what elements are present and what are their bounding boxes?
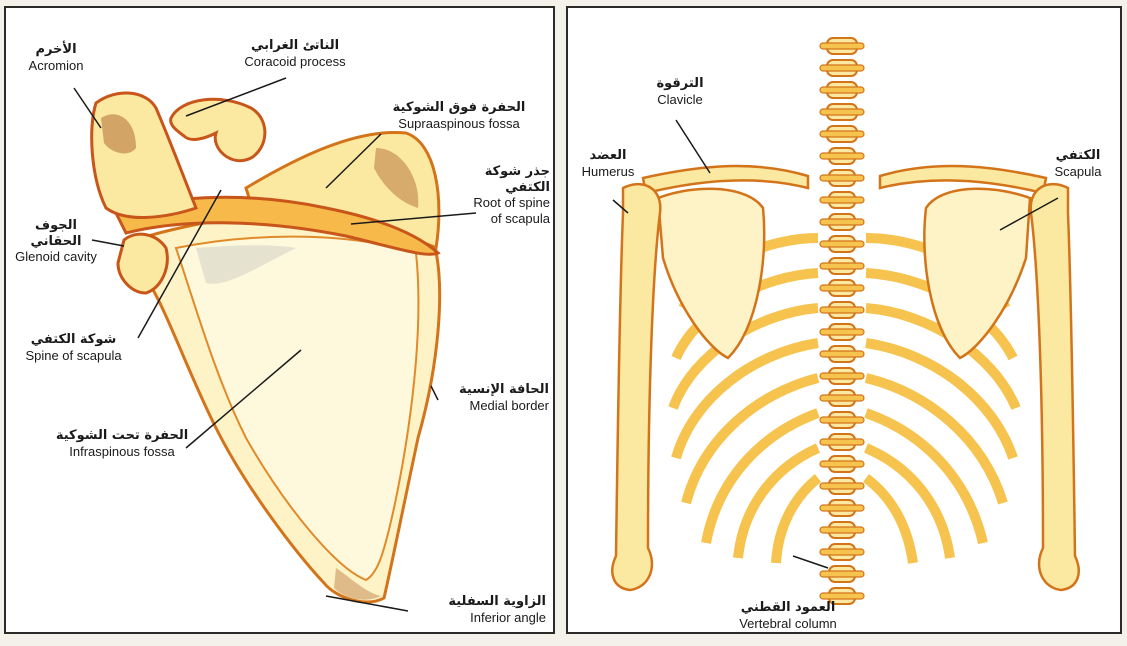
vertebra-process [820, 87, 864, 93]
humerus-label: العضد Humerus [568, 148, 648, 179]
vertebra-process [820, 439, 864, 445]
acromion-label: الأخرم Acromion [6, 42, 106, 73]
spine-label: شوكة الكتفي Spine of scapula [6, 332, 141, 363]
glenoid-label: الجوف الحقاني Glenoid cavity [6, 218, 106, 265]
vertebral-column [820, 38, 864, 604]
vertebra-process [820, 65, 864, 71]
right-humerus [1031, 184, 1079, 590]
vertebra-process [820, 571, 864, 577]
coracoid-label: الناتئ الغرابي Coracoid process [220, 38, 370, 69]
vertebra-process [820, 593, 864, 599]
vertebra-process [820, 483, 864, 489]
vertebra-process [820, 175, 864, 181]
scapula-label: الكتفي Scapula [1038, 148, 1118, 179]
vertebra-process [820, 395, 864, 401]
vertebra-process [820, 417, 864, 423]
vertebra-process [820, 505, 864, 511]
medial-border-label: الحافة الإنسية Medial border [431, 382, 549, 413]
vertebra-process [820, 307, 864, 313]
supraspinous-label: الحفرة فوق الشوكية Supraaspinous fossa [374, 100, 544, 131]
vertebra-process [820, 109, 864, 115]
vertebra-process [820, 43, 864, 49]
scapula-panel: الأخرم Acromion الناتئ الغرابي Coracoid … [4, 6, 555, 634]
vertebral-column-label: العمود القطني Vertebral column [718, 600, 858, 631]
clavicle-label: الترقوة Clavicle [630, 76, 730, 107]
vertebra-process [820, 131, 864, 137]
vertebra-process [820, 373, 864, 379]
skeleton-panel: الترقوة Clavicle العضد Humerus الكتفي Sc… [566, 6, 1122, 634]
vertebra-process [820, 219, 864, 225]
vertebra-process [820, 461, 864, 467]
left-humerus [612, 184, 660, 590]
vertebra-process [820, 241, 864, 247]
vertebra-process [820, 527, 864, 533]
glenoid-shape [118, 234, 167, 293]
root-of-spine-label: جذر شوكة الكتفي Root of spine of scapula [446, 164, 550, 226]
coracoid-shape [171, 99, 265, 160]
inferior-angle-label: الزاوية السفلية Inferior angle [406, 594, 546, 625]
vertebra-process [820, 197, 864, 203]
vertebra-process [820, 285, 864, 291]
vertebra-process [820, 329, 864, 335]
vertebra-process [820, 153, 864, 159]
vertebra-process [820, 263, 864, 269]
infraspinous-label: الحفرة تحت الشوكية Infraspinous fossa [42, 428, 202, 459]
vertebra-process [820, 351, 864, 357]
vertebra-process [820, 549, 864, 555]
